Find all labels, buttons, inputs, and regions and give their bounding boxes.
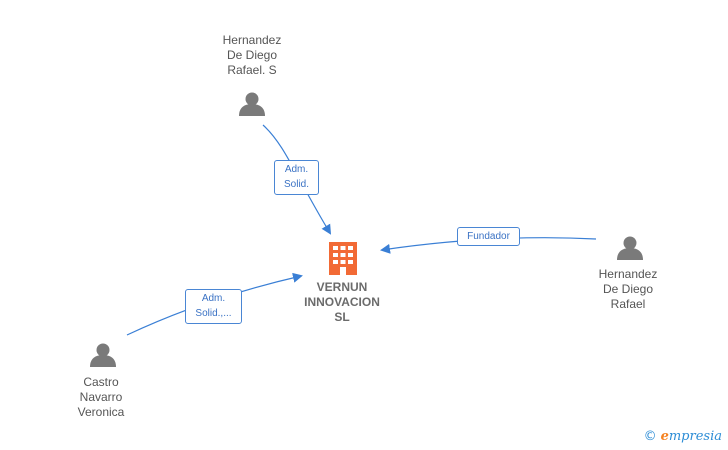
person-icon[interactable] (239, 92, 265, 117)
empresia-logo: ©empresia (643, 429, 722, 444)
building-icon[interactable] (329, 242, 357, 275)
person-icon[interactable] (617, 236, 643, 261)
relation-label: Adm. Solid.,... (185, 289, 242, 324)
person-name[interactable]: Castro Navarro Veronica (77, 375, 125, 419)
relation-label: Adm. Solid. (274, 160, 319, 195)
copyright-symbol: © (643, 429, 657, 444)
person-icon[interactable] (90, 343, 116, 368)
company-name[interactable]: VERNUN INNOVACION SL (304, 280, 380, 324)
person-name[interactable]: Hernandez De Diego Rafael (598, 267, 658, 311)
person-name[interactable]: Hernandez De Diego Rafael. S (222, 33, 282, 77)
relation-label: Fundador (457, 227, 520, 246)
